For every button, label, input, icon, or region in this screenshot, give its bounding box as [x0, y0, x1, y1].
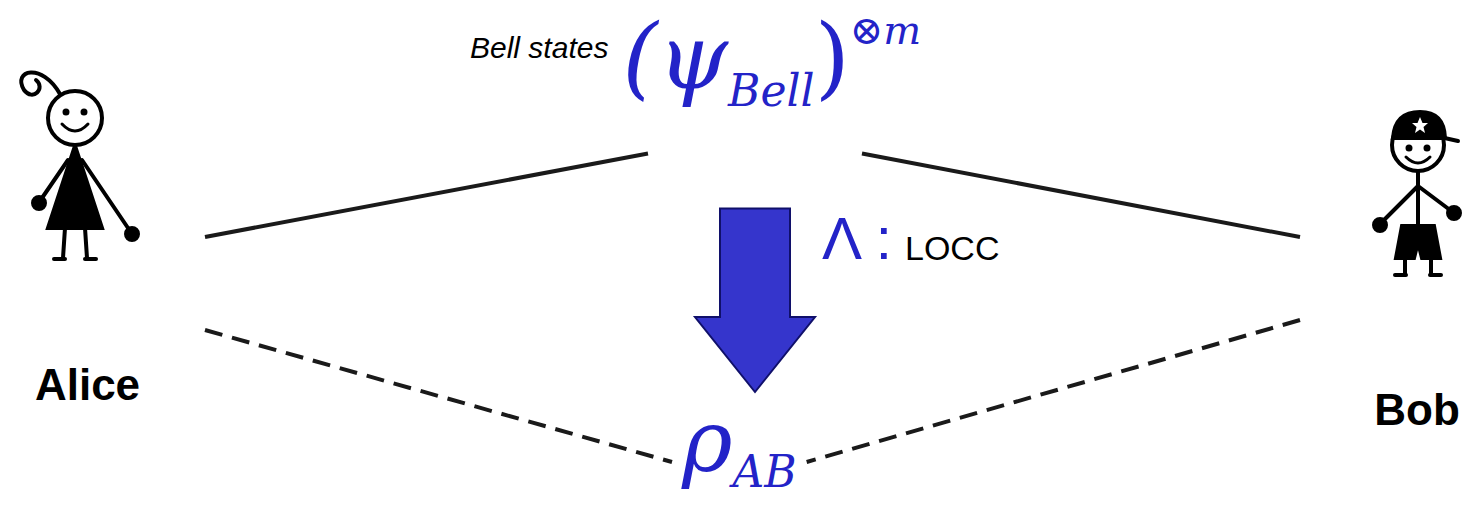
dashed-line: [807, 320, 1300, 462]
alice-arm: [42, 160, 68, 198]
state-expression: Bell states (ψBell)⊗m: [470, 5, 921, 154]
alice-arm: [82, 160, 128, 228]
math-superscript: ⊗m: [850, 7, 921, 53]
bob-hand: [1448, 207, 1460, 219]
alice-eye: [64, 110, 69, 115]
bob-figure: [1374, 112, 1460, 275]
alice-figure: [21, 72, 138, 259]
edge-label: LOCC: [905, 228, 999, 269]
alice-eye: [82, 110, 87, 115]
math-symbol: ): [815, 5, 850, 109]
bob-body: [1416, 171, 1420, 230]
party-name: Alice: [5, 360, 170, 411]
math-subscript: AB: [733, 447, 797, 498]
math-symbol: ρ: [682, 392, 733, 491]
bob-cap: [1393, 112, 1445, 138]
party-bob: Bob: [1300, 60, 1462, 450]
entanglement-line: [205, 154, 648, 238]
entanglement-line: [862, 154, 1300, 238]
math-subscript: Bell: [728, 66, 815, 117]
operation-symbol: Λ :: [822, 206, 892, 272]
party-alice: Alice: [5, 60, 205, 450]
bob-hand: [1374, 219, 1386, 231]
alice-leg: [85, 228, 87, 258]
party-name: Bob: [1362, 385, 1467, 436]
bob-arm: [1418, 186, 1450, 210]
alice-hand: [33, 197, 45, 209]
alice-hair: [21, 72, 60, 94]
bob-eye: [1425, 146, 1430, 151]
alice-hand: [126, 228, 138, 240]
alice-smile: [62, 124, 88, 131]
alice-foot: [85, 257, 96, 261]
locc-arrow: [695, 209, 815, 393]
alice-dress: [48, 146, 102, 228]
dashed-line: [205, 330, 672, 462]
bob-cap-brim: [1440, 137, 1458, 141]
alice-head: [48, 91, 102, 145]
alice-foot: [54, 257, 65, 261]
bob-foot: [1430, 273, 1441, 277]
bob-leg: [1429, 258, 1433, 274]
bob-smile: [1406, 157, 1430, 163]
bob-eye: [1407, 146, 1412, 151]
bob-cap-star: [1412, 117, 1428, 133]
math-symbol: (ψ: [622, 5, 728, 109]
shared-state: ρAB: [672, 392, 807, 491]
bob-shorts: [1396, 226, 1440, 258]
alice-leg: [63, 228, 65, 258]
bob-arm: [1384, 186, 1418, 220]
bob-foot: [1395, 273, 1406, 277]
heading-text: Bell states: [470, 31, 608, 66]
bob-leg: [1403, 258, 1407, 274]
